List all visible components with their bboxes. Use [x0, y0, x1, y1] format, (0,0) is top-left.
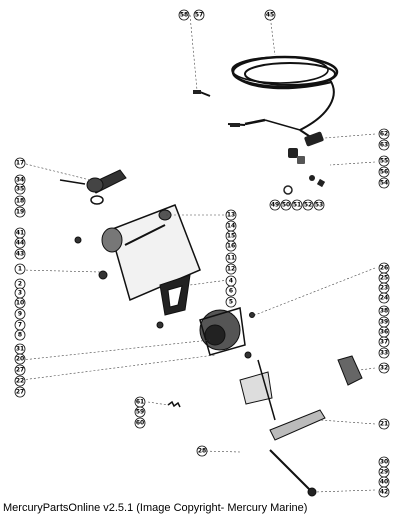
callout-28: 28 [198, 448, 206, 455]
callout-6: 6 [229, 288, 233, 295]
callout-45: 45 [266, 12, 274, 19]
callout-55: 55 [380, 158, 388, 165]
callout-51: 51 [293, 202, 301, 209]
callout-50: 50 [282, 202, 290, 209]
remote-control-assembly [59, 169, 363, 497]
callout-24: 24 [380, 295, 388, 302]
callout-2: 2 [18, 281, 22, 288]
callout-10: 10 [16, 300, 24, 307]
callout-27: 27 [16, 367, 24, 374]
callout-29: 29 [380, 469, 388, 476]
callout-26: 26 [380, 265, 388, 272]
callout-34: 34 [16, 177, 24, 184]
callout-17: 17 [16, 160, 24, 167]
callout-41: 41 [16, 230, 24, 237]
callout-7: 7 [18, 322, 22, 329]
callout-35: 35 [16, 186, 24, 193]
callout-61: 61 [136, 399, 144, 406]
callout-63: 63 [380, 142, 388, 149]
callout-11: 11 [227, 255, 235, 262]
callout-54: 54 [380, 180, 388, 187]
callout-32: 32 [380, 365, 388, 372]
callout-56: 56 [380, 169, 388, 176]
callout-40: 40 [380, 479, 388, 486]
callout-53: 53 [315, 202, 323, 209]
callout-39: 39 [380, 319, 388, 326]
callout-58: 58 [180, 12, 188, 19]
callout-12: 12 [227, 266, 235, 273]
callout-30: 30 [380, 459, 388, 466]
wiring-harness [199, 55, 339, 141]
copyright-caption: MercuryPartsOnline v2.5.1 (Image Copyrig… [3, 502, 308, 514]
callout-20: 20 [16, 356, 24, 363]
callout-33: 33 [380, 350, 388, 357]
callout-21: 21 [380, 421, 388, 428]
callout-49: 49 [271, 202, 279, 209]
callout-59: 59 [136, 409, 144, 416]
callout-25: 25 [380, 275, 388, 282]
callout-1: 1 [18, 266, 22, 273]
callout-14: 14 [227, 223, 235, 230]
callout-42: 42 [380, 489, 388, 496]
callout-27b: 27 [16, 389, 24, 396]
callout-19: 19 [16, 209, 24, 216]
callout-4: 4 [229, 278, 233, 285]
callout-44: 44 [16, 240, 24, 247]
callout-16: 16 [227, 243, 235, 250]
callout-22: 22 [16, 378, 24, 385]
harness-plug [288, 131, 324, 164]
callout-57: 57 [195, 12, 203, 19]
callout-36: 36 [380, 329, 388, 336]
callout-31: 31 [16, 346, 24, 353]
callout-43: 43 [16, 251, 24, 258]
callout-62: 62 [380, 131, 388, 138]
callout-3: 3 [18, 290, 22, 297]
callout-9: 9 [18, 311, 22, 318]
callout-labels: 58 57 45 62 63 55 56 54 49 50 51 52 53 1… [14, 9, 390, 498]
callout-52: 52 [304, 202, 312, 209]
callout-15: 15 [227, 233, 235, 240]
exploded-parts-diagram: 58 57 45 62 63 55 56 54 49 50 51 52 53 1… [14, 9, 390, 498]
callout-18: 18 [16, 198, 24, 205]
callout-23: 23 [380, 285, 388, 292]
callout-37: 37 [380, 339, 388, 346]
callout-5: 5 [229, 299, 233, 306]
harness-terminals [193, 90, 326, 195]
callout-13: 13 [227, 212, 235, 219]
callout-60: 60 [136, 420, 144, 427]
callout-8: 8 [18, 332, 22, 339]
callout-38: 38 [380, 308, 388, 315]
